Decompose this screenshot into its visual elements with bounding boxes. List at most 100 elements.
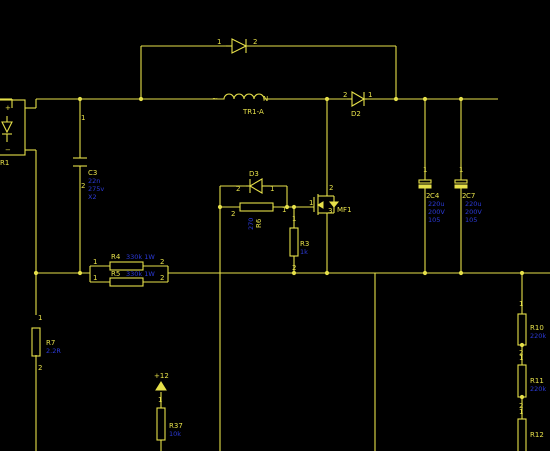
resistor-r37: 1 R37 10k	[156, 396, 183, 441]
r37-value: 10k	[169, 430, 181, 438]
pin-number: 2	[81, 182, 85, 190]
pin-label: ~	[212, 95, 218, 103]
r7-ref: R7	[46, 339, 55, 347]
pin-number: 1	[459, 166, 463, 174]
junction-dot	[324, 96, 330, 102]
power-arrow-icon	[155, 381, 167, 391]
pin-number: 2	[38, 364, 42, 372]
mosfet-arrow-icon	[328, 201, 340, 208]
resistor-body	[109, 277, 144, 287]
inductor-coil-icon	[218, 93, 268, 100]
c7-value: 200V	[465, 208, 482, 216]
diode-triangle-icon	[231, 38, 248, 54]
pin-number: 1	[423, 166, 427, 174]
pin-number: 2	[292, 264, 296, 272]
r5-ref: R5	[111, 270, 120, 278]
resistor-r11: 1 2 R11 220k	[517, 354, 546, 410]
resistor-body	[517, 313, 527, 346]
pin-label: N	[263, 95, 268, 103]
diode-triangle-icon	[248, 178, 263, 194]
c4-value: 200V	[428, 208, 445, 216]
pin-number: 1	[158, 396, 162, 404]
pin-number: 1	[519, 354, 523, 362]
junction-dot	[519, 270, 525, 276]
pin-number: 1	[292, 215, 296, 223]
c4-value: 105	[428, 216, 440, 224]
resistor-body	[517, 418, 527, 451]
pin-number: 2	[462, 192, 466, 200]
pin-number: 1	[217, 38, 221, 46]
bridge-diode-icon	[1, 121, 13, 134]
resistor-body	[289, 227, 299, 257]
junction-dot	[77, 96, 83, 102]
junction-dot	[291, 204, 297, 210]
junction-dot	[422, 270, 428, 276]
r4-value: 330k 1W	[126, 253, 155, 261]
junction-dot	[217, 204, 223, 210]
diode-top: 1 2	[217, 38, 272, 54]
bridge-rectifier-r1: + − R1	[0, 99, 26, 167]
c7-value: 220u	[465, 200, 482, 208]
pin-number: 2	[329, 184, 333, 192]
pin-number: 2	[236, 185, 240, 193]
resistor-body	[109, 261, 144, 271]
pin-number: 1	[93, 258, 97, 266]
r5-value: 330k 1W	[126, 270, 155, 278]
resistor-r12: 1 R12	[517, 408, 544, 451]
bridge-body	[0, 99, 26, 156]
pin-number: 1	[282, 206, 286, 214]
r6-value: 270	[247, 218, 255, 230]
junction-dot	[458, 96, 464, 102]
pin-number: 2	[160, 274, 164, 282]
r3-ref: R3	[300, 240, 309, 248]
capacitor-c7: 1 2 C7 220u 200V 105	[454, 166, 482, 224]
resistor-body	[156, 407, 166, 441]
r11-ref: R11	[530, 377, 544, 385]
pin-number: 2	[160, 258, 164, 266]
resistor-r10: 1 2 R10 220k	[517, 300, 546, 357]
r12-ref: R12	[530, 431, 544, 439]
pin-number: 1	[309, 199, 313, 207]
pin-number: 1	[270, 185, 274, 193]
resistor-body	[31, 327, 41, 357]
transformer-tr1-a: ~ N TR1-A	[212, 93, 268, 116]
wires	[0, 45, 550, 451]
d2-ref: D2	[351, 110, 361, 118]
c7-ref: C7	[466, 192, 475, 200]
junction-dot	[77, 270, 83, 276]
pin-number: 1	[368, 91, 372, 99]
capacitor-c3: 1 2 C3 22n 275v X2	[73, 114, 104, 201]
r6-ref: R6	[255, 218, 263, 228]
pin-number: 1	[81, 114, 85, 122]
capacitor-plate	[418, 179, 432, 184]
resistor-body	[517, 364, 527, 398]
junction-dot	[291, 270, 297, 276]
pin-number: 2	[231, 210, 235, 218]
junction-dot	[33, 270, 39, 276]
r37-ref: R37	[169, 422, 183, 430]
resistor-r5: 1 2 R5 330k 1W	[93, 270, 164, 287]
mosfet-arrow-icon	[317, 201, 324, 209]
capacitor-plate	[454, 179, 468, 184]
power-label: +12	[154, 372, 169, 380]
diode-d3: 2 1 D3	[236, 170, 274, 194]
mf1-ref: MF1	[337, 206, 352, 214]
resistor-r7: 1 2 R7 2.2R	[31, 314, 61, 372]
power-12v: +12	[154, 372, 169, 391]
junction-dot	[138, 96, 144, 102]
pin-number: 1	[38, 314, 42, 322]
diode-triangle-icon	[351, 91, 366, 107]
pin-number: 2	[426, 192, 430, 200]
r11-value: 220k	[530, 385, 546, 393]
c3-value: X2	[88, 193, 97, 201]
pin-number: 1	[519, 300, 523, 308]
bridge-minus-sign: −	[5, 146, 11, 154]
junction-dot	[324, 270, 330, 276]
capacitor-plate	[454, 184, 468, 189]
capacitor-plate	[418, 184, 432, 189]
pin-number: 2	[519, 402, 523, 410]
tr1-ref: TR1-A	[242, 108, 264, 116]
pin-number: 2	[253, 38, 257, 46]
mosfet-mf1: 2 1 3 MF1	[309, 184, 352, 220]
